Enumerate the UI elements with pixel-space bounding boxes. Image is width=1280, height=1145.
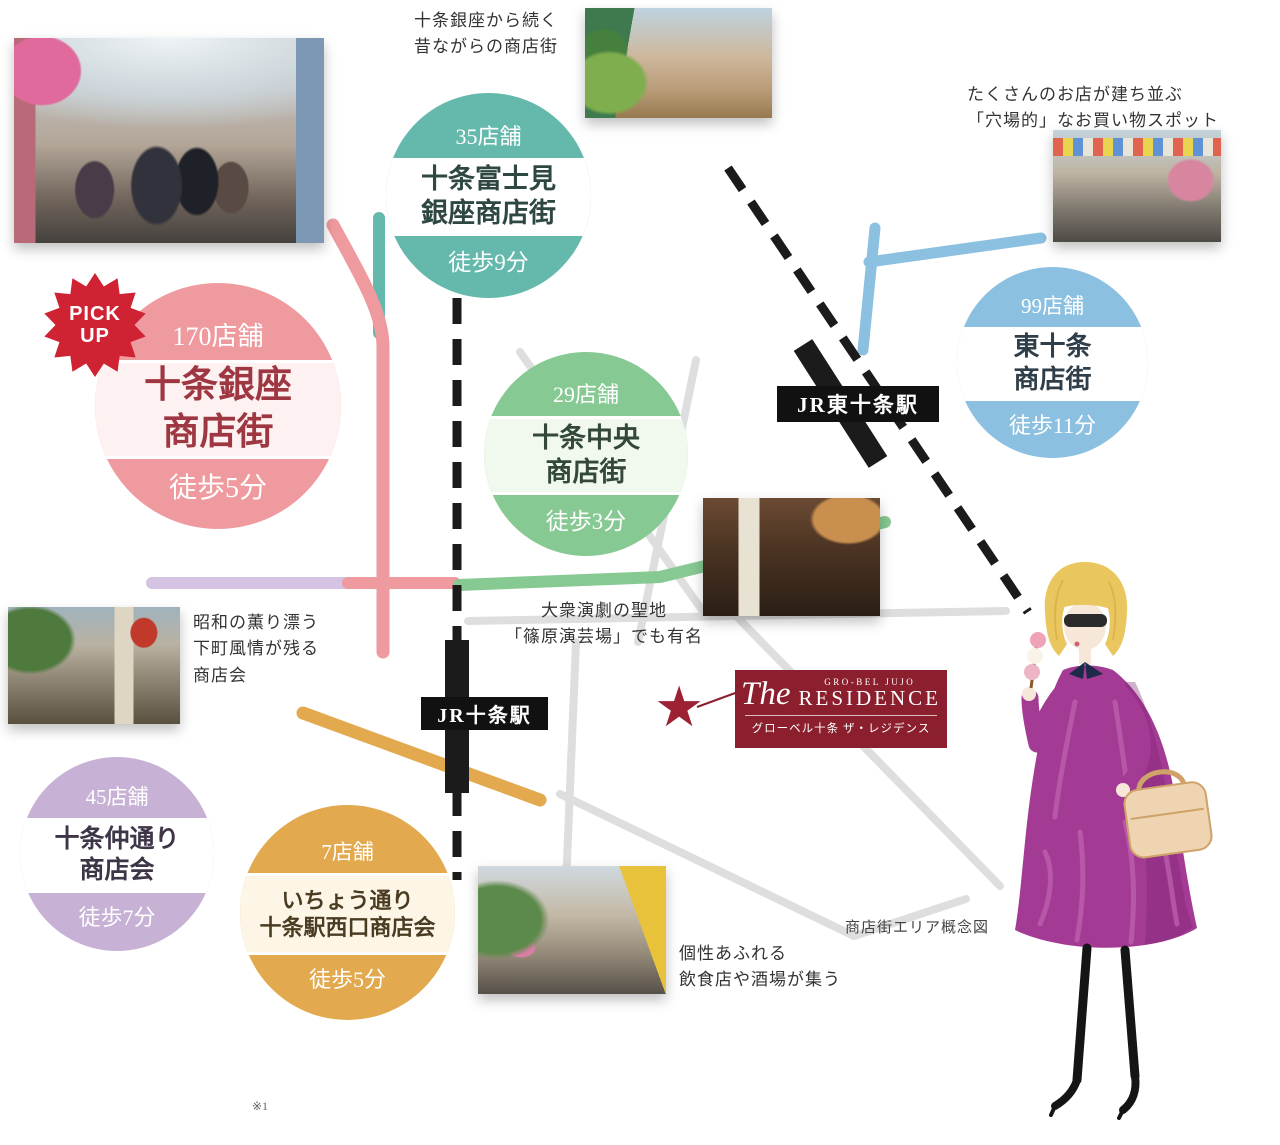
station-label-jujo: JR十条駅 bbox=[421, 697, 548, 730]
street-badge-higashi-jujo: 99店舗 東十条 商店街 徒歩11分 bbox=[957, 267, 1148, 458]
station-label-higashi-jujo: JR東十条駅 bbox=[777, 386, 939, 422]
street-badge-jujo-nakadori: 45店舗 十条仲通り 商店会 徒歩7分 bbox=[20, 757, 214, 951]
photo-icho-dori-street bbox=[478, 866, 666, 994]
walk-time: 徒歩5分 bbox=[168, 472, 267, 504]
woman-illustration bbox=[985, 552, 1235, 1145]
photo-nakadori-street bbox=[8, 607, 180, 724]
road-ginza bbox=[326, 218, 390, 659]
photo-higashi-jujo-street bbox=[1053, 130, 1221, 242]
brand-grobel-jujo: GRO-BEL JUJO bbox=[824, 677, 916, 687]
walk-time: 徒歩5分 bbox=[308, 967, 386, 993]
photo-fujimi-ginza-street bbox=[585, 8, 772, 118]
walk-time: 徒歩7分 bbox=[78, 904, 156, 930]
road-icho bbox=[296, 706, 547, 807]
gray-roads bbox=[464, 348, 1010, 940]
photo-shinohara-engeijo bbox=[703, 498, 880, 616]
street-badge-jujo-ginza: 170店舗 十条銀座 商店街 徒歩5分 bbox=[95, 283, 341, 529]
road-higashi-1 bbox=[857, 222, 881, 356]
shop-count: 7店舗 bbox=[321, 839, 374, 864]
street-name: 十条仲通り 商店会 bbox=[20, 818, 214, 893]
residence-star-icon: ★ bbox=[654, 675, 705, 740]
street-badge-fujimi-ginza: 35店舗 十条富士見 銀座商店街 徒歩9分 bbox=[386, 93, 591, 298]
pickup-badge: PICK UP bbox=[43, 273, 147, 377]
street-badge-jujo-chuo: 29店舗 十条中央 商店街 徒歩3分 bbox=[484, 352, 688, 556]
walk-time: 徒歩11分 bbox=[1008, 412, 1097, 438]
note-fujimi: 十条銀座から続く 昔ながらの商店街 bbox=[414, 11, 558, 57]
residence-brand-row: The GRO-BEL JUJO RESIDENCE bbox=[741, 677, 938, 711]
shop-count: 29店舗 bbox=[552, 382, 619, 408]
note-nakadori: 昭和の薫り漂う 下町風情が残る 商店会 bbox=[193, 613, 319, 685]
pickup-label: PICK UP bbox=[69, 302, 121, 347]
pickup-burst bbox=[44, 273, 146, 377]
residence-plate: The GRO-BEL JUJO RESIDENCE グローベル十条 ザ・レジデ… bbox=[735, 670, 947, 748]
brand-the: The bbox=[741, 676, 791, 713]
shop-count: 99店舗 bbox=[1021, 294, 1084, 319]
street-badge-icho-dori: 7店舗 いちょう通り 十条駅西口商店会 徒歩5分 bbox=[240, 805, 455, 1020]
brand-residence: RESIDENCE bbox=[798, 686, 941, 710]
note-shinohara: 大衆演劇の聖地 「篠原演芸場」でも有名 bbox=[505, 601, 703, 647]
road-higashi-2 bbox=[863, 232, 1047, 268]
street-name: 東十条 商店街 bbox=[957, 327, 1148, 401]
street-name: 十条銀座 商店街 bbox=[95, 360, 341, 459]
street-name: 十条中央 商店街 bbox=[484, 416, 688, 495]
brand-japanese: グローベル十条 ザ・レジデンス bbox=[745, 715, 937, 736]
shop-count: 45店舗 bbox=[85, 785, 149, 810]
street-name: 十条富士見 銀座商店街 bbox=[386, 157, 591, 237]
shop-count: 35店舗 bbox=[455, 123, 522, 149]
walk-time: 徒歩3分 bbox=[545, 508, 627, 534]
note-icho: 個性あふれる 飲食店や酒場が集う bbox=[679, 944, 841, 990]
walk-time: 徒歩9分 bbox=[448, 250, 529, 276]
residence-pointer-line bbox=[696, 691, 739, 708]
photo-jujo-ginza-arcade bbox=[14, 38, 324, 243]
footnote: ※1 bbox=[252, 1099, 269, 1113]
map-legend-caption: 商店街エリア概念図 bbox=[845, 920, 990, 936]
street-name: いちょう通り 十条駅西口商店会 bbox=[240, 872, 455, 956]
shop-count: 170店舗 bbox=[172, 322, 264, 352]
note-higashi-jujo: たくさんのお店が建ち並ぶ 「穴場的」なお買い物スポット bbox=[967, 85, 1219, 131]
